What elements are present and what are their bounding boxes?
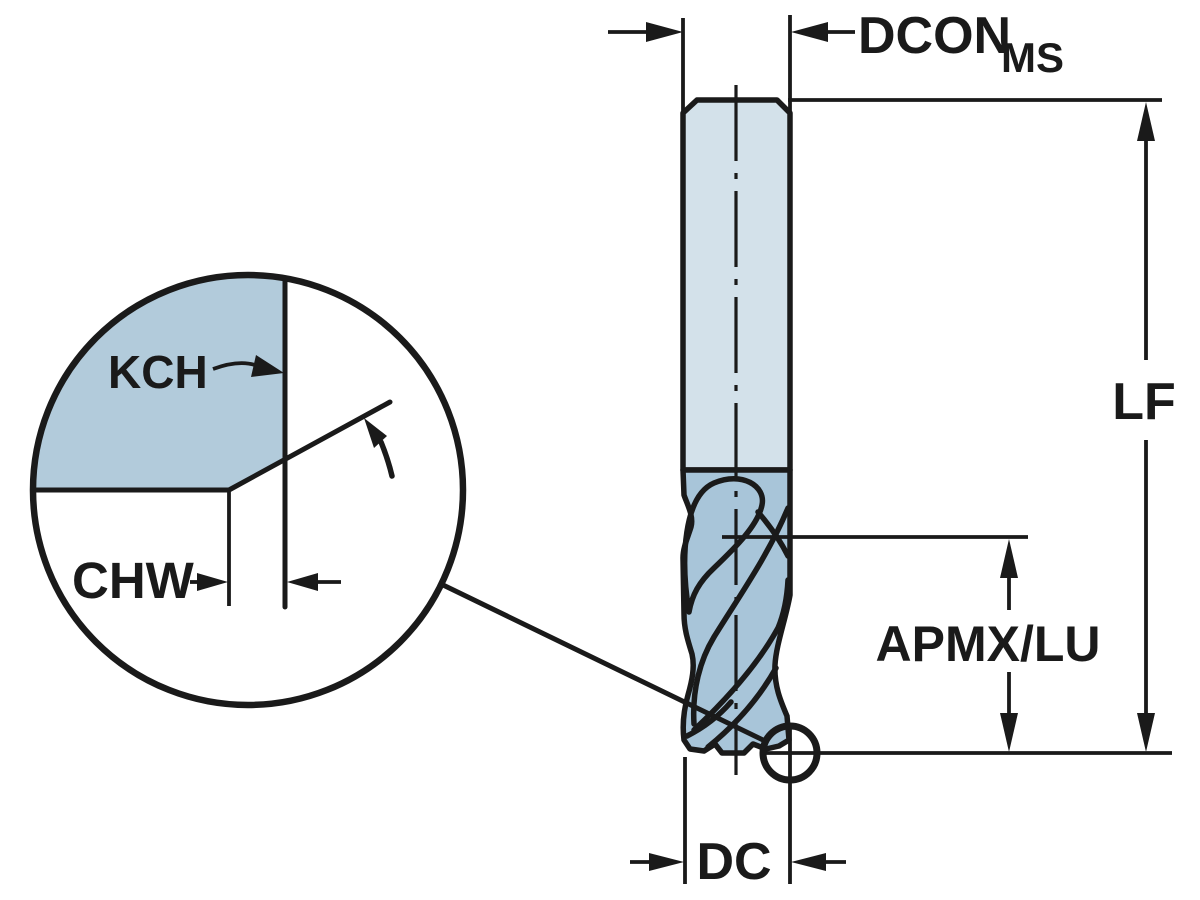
end-mill-tool bbox=[680, 85, 793, 775]
flute-curve bbox=[682, 476, 766, 615]
detail-chamfer-diagonal bbox=[226, 399, 393, 493]
kch-arrowhead bbox=[251, 355, 284, 377]
lf-dimension: LF bbox=[788, 98, 1176, 752]
lf-arrowhead-up bbox=[1137, 102, 1155, 141]
detail-target-circle bbox=[759, 722, 821, 784]
dc-label: DC bbox=[696, 833, 771, 891]
lf-label: LF bbox=[1112, 373, 1176, 431]
dcon-label: DCON bbox=[858, 7, 1011, 65]
dc-arrowhead-left bbox=[649, 853, 684, 871]
detail-view: KCH CHW bbox=[29, 271, 821, 784]
dc-dimension: DC bbox=[630, 724, 846, 891]
flute-curve bbox=[684, 699, 734, 739]
chamfer-angle-arrowhead bbox=[364, 418, 387, 448]
kch-label: KCH bbox=[108, 346, 208, 398]
chw-arrowhead-right bbox=[287, 573, 318, 591]
apmx-arrowhead-down bbox=[1000, 713, 1018, 752]
flute-curve bbox=[690, 505, 791, 727]
flute-curve bbox=[755, 509, 791, 559]
apmx-dimension: APMX/LU bbox=[722, 535, 1172, 755]
flute-helix-lines bbox=[682, 476, 791, 750]
detail-cross-section bbox=[32, 274, 285, 491]
dcon-subscript-label: MS bbox=[1001, 34, 1064, 81]
dc-arrowhead-right bbox=[791, 853, 826, 871]
apmx-arrowhead-up bbox=[1000, 539, 1018, 578]
flute-curve bbox=[705, 665, 779, 750]
chw-label: CHW bbox=[72, 552, 195, 609]
flute-curve bbox=[691, 577, 791, 733]
dcon-dimension: DCON MS bbox=[608, 7, 1064, 112]
dcon-arrowhead-left bbox=[646, 22, 683, 42]
chamfer-angle-arrow-tail bbox=[378, 439, 395, 479]
lf-arrowhead-down bbox=[1137, 713, 1155, 752]
detail-leader-line bbox=[438, 581, 768, 744]
detail-circle bbox=[29, 271, 467, 709]
chw-arrowhead-left bbox=[197, 573, 228, 591]
dcon-arrowhead-right bbox=[791, 22, 828, 42]
apmx-lu-label: APMX/LU bbox=[876, 616, 1101, 672]
